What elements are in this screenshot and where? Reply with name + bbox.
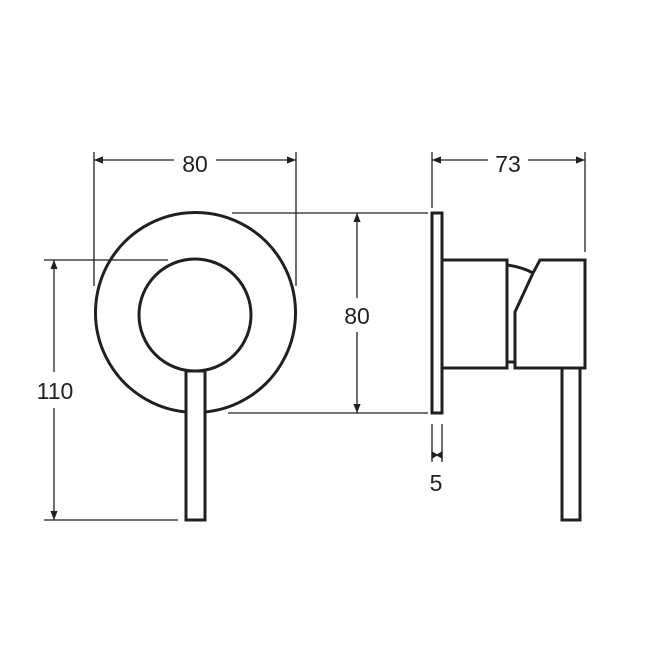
- dimension-lines: [44, 152, 586, 521]
- side-view: [430, 211, 587, 522]
- cover-plate-outline: [94, 210, 297, 414]
- label-front-width: 80: [182, 151, 208, 177]
- handle-hub: [137, 257, 253, 373]
- label-front-height: 110: [37, 378, 74, 404]
- lever-handle-front: [184, 369, 207, 522]
- front-view: [94, 210, 297, 522]
- label-plate-thickness: 5: [430, 470, 443, 496]
- connector-arc: [506, 263, 534, 275]
- body-side: [440, 258, 509, 370]
- label-side-depth: 73: [495, 151, 521, 177]
- lever-handle-side: [560, 366, 582, 522]
- lever-head-side: [513, 258, 587, 370]
- label-plate-height: 80: [344, 303, 370, 329]
